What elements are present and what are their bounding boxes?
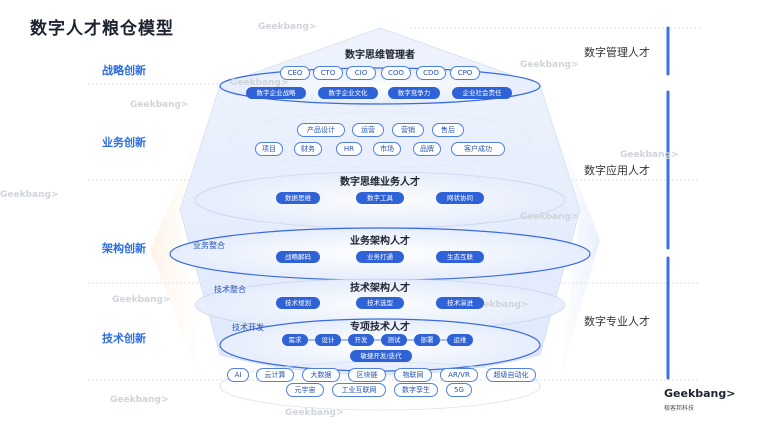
technology-pill: 云计算 xyxy=(256,368,294,382)
level-label: 战略创新 xyxy=(102,64,146,77)
management-role-pill: CEO xyxy=(280,66,310,80)
management-topic-pill: 数字竞争力 xyxy=(388,87,440,99)
technology-pill: 物联网 xyxy=(394,368,432,382)
side-label: 技术开发 xyxy=(232,323,264,332)
business-function-pill: 市场 xyxy=(373,142,401,156)
specialist-header: 专项技术人才 xyxy=(350,322,410,333)
watermark: Geekbang> xyxy=(470,300,529,310)
management-role-pill: CIO xyxy=(346,66,376,80)
tech-architect-header: 技术架构人才 xyxy=(350,283,410,294)
watermark: Geekbang> xyxy=(520,60,579,70)
page-title: 数字人才粮仓模型 xyxy=(30,19,174,39)
watermark: Geekbang> xyxy=(112,295,171,305)
tech-arch-skill-pill: 技术规划 xyxy=(276,297,320,309)
watermark: Geekbang> xyxy=(110,395,169,405)
business-domain-pill: 售后 xyxy=(432,123,464,137)
management-role-pill: CDO xyxy=(416,66,446,80)
watermark: Geekbang> xyxy=(258,22,317,32)
watermark: Geekbang> xyxy=(285,408,344,418)
business-domain-pill: 营销 xyxy=(392,123,424,137)
management-role-pill: COO xyxy=(381,66,411,80)
technology-pill: 元宇宙 xyxy=(286,383,324,397)
technology-pill: 数字孪生 xyxy=(394,383,438,397)
management-role-pill: CTO xyxy=(313,66,343,80)
management-header: 数字思维管理者 xyxy=(345,50,415,61)
technology-pill: 5G xyxy=(446,383,472,397)
business-function-pill: HR xyxy=(336,142,362,156)
tech-arch-skill-pill: 技术演进 xyxy=(436,297,484,309)
technology-pill: 区块链 xyxy=(348,368,386,382)
architecture-skill-pill: 生态互联 xyxy=(436,251,484,263)
technology-pill: 超级自动化 xyxy=(486,368,536,382)
architecture-skill-pill: 战略解码 xyxy=(276,251,320,263)
watermark: Geekbang> xyxy=(520,212,579,222)
level-label: 技术创新 xyxy=(102,332,146,345)
technology-pill: 工业互联网 xyxy=(332,383,386,397)
business-function-pill: 客户成功 xyxy=(451,142,505,156)
role-label: 数字专业人才 xyxy=(584,315,650,328)
brand-subtitle: 极客邦科技 xyxy=(664,405,695,412)
level-label: 架构创新 xyxy=(102,242,146,255)
role-label: 数字应用人才 xyxy=(584,164,650,177)
business-skill-pill: 数字工具 xyxy=(356,192,404,204)
flow-step-pill: 设计 xyxy=(315,334,341,346)
business-skill-pill: 数据思维 xyxy=(276,192,320,204)
flow-step-pill: 部署 xyxy=(414,334,440,346)
architecture-skill-pill: 业务打通 xyxy=(356,251,404,263)
watermark: Geekbang> xyxy=(0,190,59,200)
flow-step-pill: 开发 xyxy=(348,334,374,346)
business-domain-pill: 产品设计 xyxy=(297,123,345,137)
watermark: Geekbang> xyxy=(130,100,189,110)
business-talent-header: 数字思维业务人才 xyxy=(340,177,420,188)
management-topic-pill: 数字企业战略 xyxy=(246,87,306,99)
flow-step-pill: 需求 xyxy=(282,334,308,346)
side-label: 业务整合 xyxy=(193,241,225,250)
watermark: Geekbang> xyxy=(620,150,679,160)
flow-step-pill: 测试 xyxy=(381,334,407,346)
side-label: 技术整合 xyxy=(214,285,246,294)
agile-pill: 敏捷开发/迭代 xyxy=(350,350,412,362)
technology-pill: AR/VR xyxy=(440,368,478,382)
business-function-pill: 财务 xyxy=(294,142,322,156)
tech-arch-skill-pill: 技术选型 xyxy=(356,297,404,309)
business-function-pill: 品牌 xyxy=(413,142,441,156)
brand-logo: Geekbang> xyxy=(664,387,736,400)
management-topic-pill: 数字企业文化 xyxy=(318,87,378,99)
management-topic-pill: 企业社会责任 xyxy=(452,87,512,99)
level-label: 业务创新 xyxy=(102,136,146,149)
technology-pill: 大数据 xyxy=(302,368,340,382)
role-label: 数字管理人才 xyxy=(584,46,650,59)
business-domain-pill: 运营 xyxy=(352,123,384,137)
business-skill-pill: 网状协同 xyxy=(436,192,484,204)
technology-pill: AI xyxy=(227,368,249,382)
watermark: Geekbang> xyxy=(230,78,289,88)
flow-step-pill: 运维 xyxy=(447,334,473,346)
business-function-pill: 项目 xyxy=(255,142,283,156)
business-architect-header: 业务架构人才 xyxy=(350,236,410,247)
management-role-pill: CPO xyxy=(450,66,480,80)
